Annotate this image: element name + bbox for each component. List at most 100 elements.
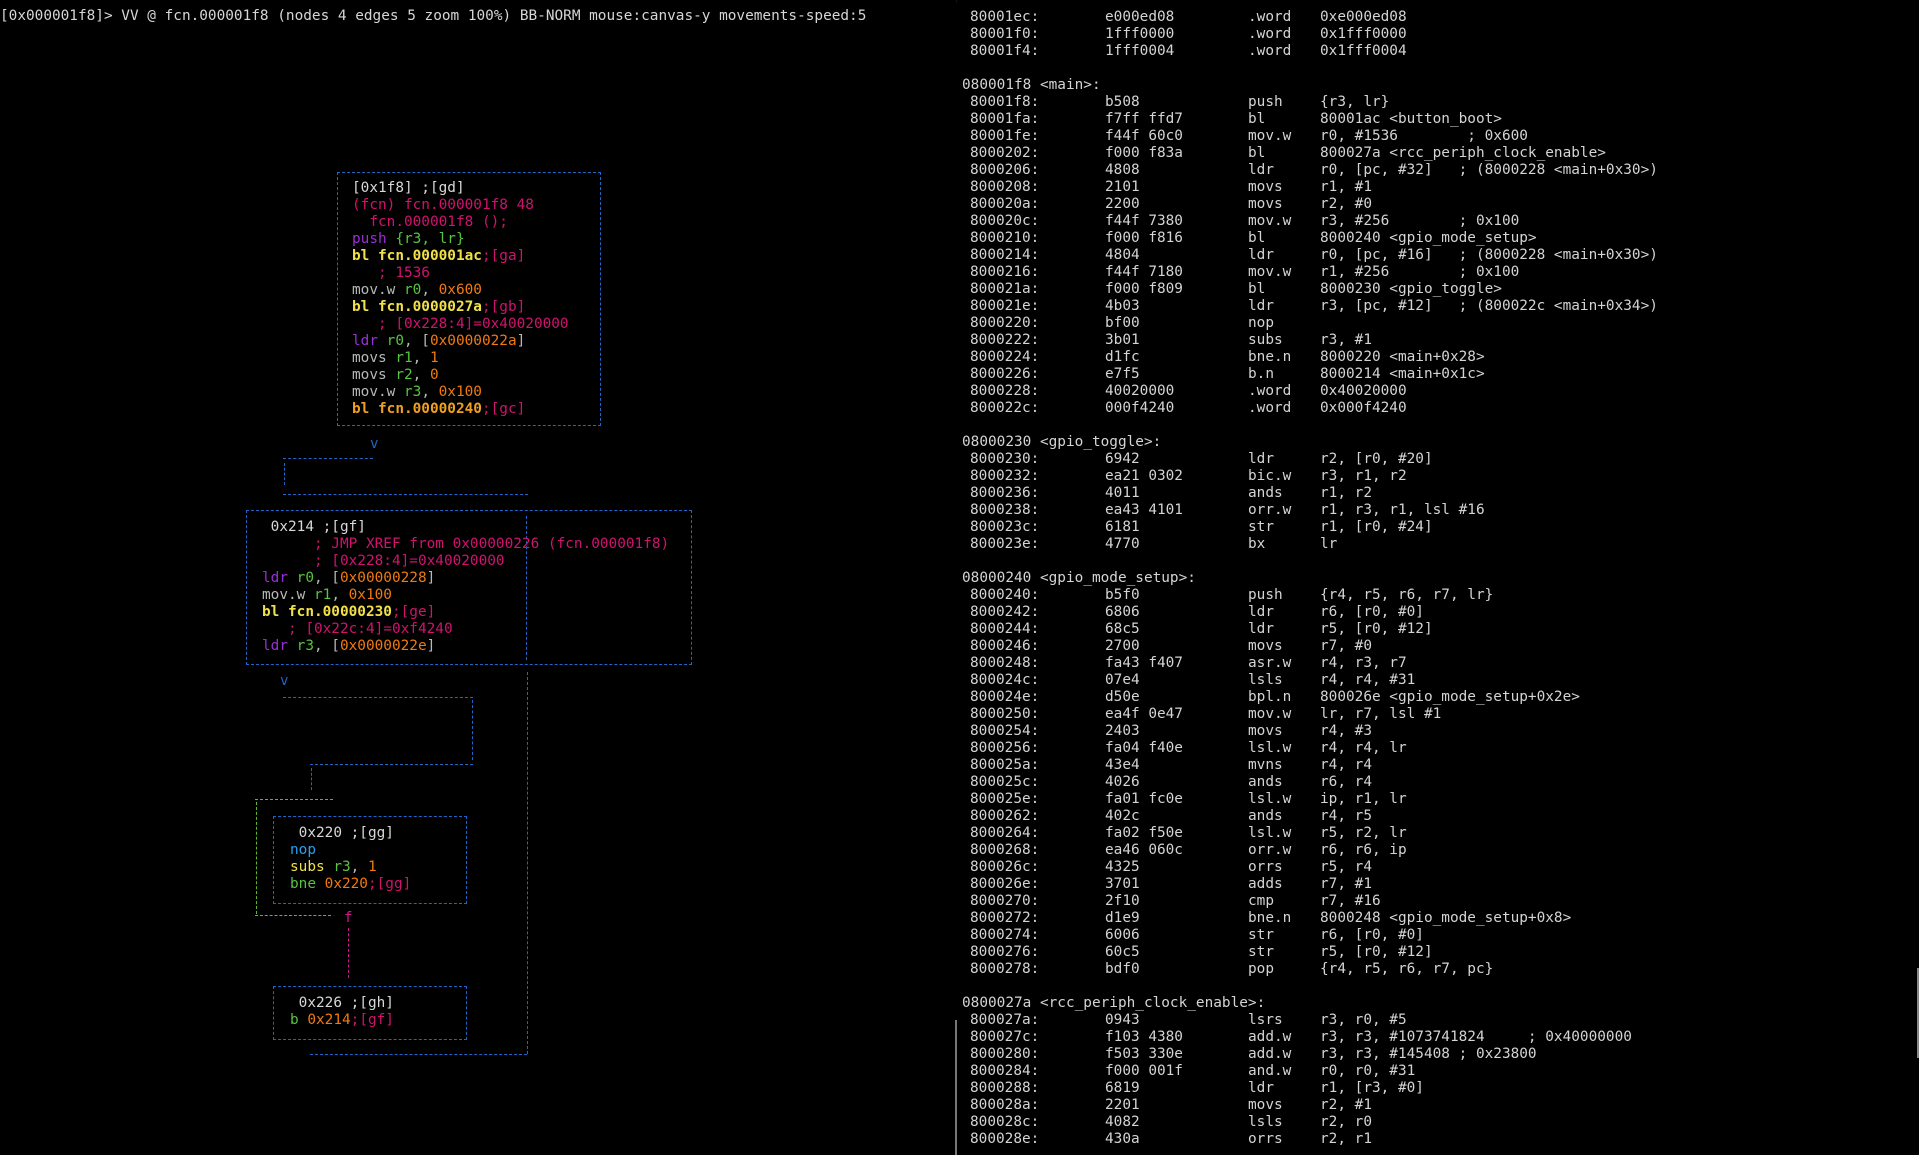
disasm-address: 800028c:: [970, 1114, 1040, 1130]
disasm-operands: r6, [r0, #0]: [1320, 604, 1424, 620]
disasm-operands: r6, [r0, #0]: [1320, 927, 1424, 943]
disasm-mnemonic: and.w: [1248, 1063, 1292, 1079]
disasm-operands: 800026e <gpio_mode_setup+0x2e>: [1320, 689, 1580, 705]
asm-token: ; [0x22c:4]=0xf4240: [262, 621, 453, 637]
asm-token: r1: [395, 350, 413, 366]
asm-token: ;[ge]: [391, 604, 436, 620]
asm-token: 0x220: [324, 876, 368, 892]
asm-token: 0: [429, 367, 439, 383]
disasm-mnemonic: .word: [1248, 43, 1292, 59]
scrollbar-marker[interactable]: [1917, 968, 1919, 1058]
edge-arrow-glyph: v: [370, 436, 379, 452]
asm-token: subs: [290, 859, 334, 875]
disasm-address: 8000206:: [970, 162, 1040, 178]
disasm-operands: r6, r4: [1320, 774, 1372, 790]
node-asm-line: subs r3, 1: [290, 859, 377, 876]
disasm-address: 8000244:: [970, 621, 1040, 637]
disasm-mnemonic: ldr: [1248, 298, 1274, 314]
disasm-operands: r5, [r0, #12]: [1320, 621, 1433, 637]
asm-token: ldr: [352, 333, 387, 349]
disasm-operands: r1, r2: [1320, 485, 1372, 501]
disasm-mnemonic: ands: [1248, 808, 1283, 824]
disasm-operands: 8000230 <gpio_toggle>: [1320, 281, 1502, 297]
asm-token: 0x0000022e: [339, 638, 427, 654]
asm-token: , [: [313, 570, 340, 586]
node-header: 0x214 ;[gf]: [262, 519, 366, 535]
graph-node-0x220[interactable]: [273, 816, 467, 904]
graph-edge: [283, 697, 473, 698]
disasm-bytes: ea46 060c: [1105, 842, 1183, 858]
disasm-mnemonic: orr.w: [1248, 842, 1292, 858]
disasm-operands: r3, [pc, #12] ; (800022c <main+0x34>): [1320, 298, 1658, 314]
disasm-bytes: 3701: [1105, 876, 1140, 892]
node-asm-line: mov.w r3, 0x100: [352, 384, 482, 401]
disasm-operands: 80001ac <button_boot>: [1320, 111, 1502, 127]
disasm-address: 8000280:: [970, 1046, 1040, 1062]
disasm-operands: r4, r4, #31: [1320, 672, 1416, 688]
disasm-mnemonic: b.n: [1248, 366, 1274, 382]
disasm-mnemonic: movs: [1248, 638, 1283, 654]
asm-token: {r3, lr}: [395, 231, 465, 247]
disasm-bytes: 402c: [1105, 808, 1140, 824]
disasm-mnemonic: .word: [1248, 383, 1292, 399]
disasm-bytes: e000ed08: [1105, 9, 1175, 25]
disasm-mnemonic: bne.n: [1248, 910, 1292, 926]
asm-token: bne: [290, 876, 325, 892]
disasm-mnemonic: .word: [1248, 400, 1292, 416]
disasm-mnemonic: mov.w: [1248, 128, 1292, 144]
disasm-address: 8000216:: [970, 264, 1040, 280]
disasm-bytes: d1fc: [1105, 349, 1140, 365]
graph-node-0x226[interactable]: [273, 986, 467, 1040]
graph-edge-loop: [256, 802, 257, 914]
disasm-operands: r2, [r0, #20]: [1320, 451, 1433, 467]
node-asm-line: ; 1536: [352, 265, 430, 282]
disasm-operands: r5, r4: [1320, 859, 1372, 875]
disasm-address: 8000210:: [970, 230, 1040, 246]
disasm-bytes: 43e4: [1105, 757, 1140, 773]
disasm-bytes: 4026: [1105, 774, 1140, 790]
asm-token: ;[ga]: [481, 248, 526, 264]
node-asm-line: movs r1, 1: [352, 350, 439, 367]
disasm-bytes: f000 f83a: [1105, 145, 1183, 161]
disasm-operands: r3, r1, r2: [1320, 468, 1407, 484]
disasm-address: 80001fa:: [970, 111, 1040, 127]
disasm-address: 8000268:: [970, 842, 1040, 858]
disasm-mnemonic: bx: [1248, 536, 1266, 552]
disasm-mnemonic: movs: [1248, 196, 1283, 212]
asm-token: ; [0x228:4]=0x40020000: [352, 316, 569, 332]
disasm-address: 8000214:: [970, 247, 1040, 263]
disasm-mnemonic: cmp: [1248, 893, 1274, 909]
asm-token: ; [0x228:4]=0x40020000: [262, 553, 505, 569]
disasm-bytes: 4804: [1105, 247, 1140, 263]
asm-token: 0x0000022a: [429, 333, 517, 349]
asm-token: 0x100: [348, 587, 392, 603]
disasm-address: 8000288:: [970, 1080, 1040, 1096]
node-asm-line: bl fcn.000001ac;[ga]: [352, 248, 525, 265]
disasm-bytes: f000 001f: [1105, 1063, 1183, 1079]
disasm-address: 8000274:: [970, 927, 1040, 943]
graph-pane[interactable]: [0x000001f8]> VV @ fcn.000001f8 (nodes 4…: [0, 0, 956, 1155]
pane-divider[interactable]: [955, 1020, 957, 1155]
asm-token: 0x100: [438, 384, 482, 400]
disasm-mnemonic: lsl.w: [1248, 791, 1292, 807]
disasm-address: 8000264:: [970, 825, 1040, 841]
node-asm-line: mov.w r0, 0x600: [352, 282, 482, 299]
graph-edge: [472, 700, 473, 760]
graph-node-main[interactable]: [337, 172, 601, 426]
disasm-bytes: 6806: [1105, 604, 1140, 620]
disasm-address: 800024e:: [970, 689, 1040, 705]
graph-node-0x214[interactable]: [246, 510, 692, 665]
disasm-bytes: 1fff0000: [1105, 26, 1175, 42]
disasm-mnemonic: ldr: [1248, 604, 1274, 620]
disasm-mnemonic: lsl.w: [1248, 740, 1292, 756]
asm-token: mov.w: [262, 587, 314, 603]
asm-token: nop: [290, 842, 316, 858]
disasm-mnemonic: ldr: [1248, 621, 1274, 637]
disasm-operands: 0x1fff0000: [1320, 26, 1407, 42]
disasm-address: 80001fe:: [970, 128, 1040, 144]
asm-token: ]: [426, 570, 436, 586]
disasm-mnemonic: pop: [1248, 961, 1274, 977]
disasm-bytes: 000f4240: [1105, 400, 1175, 416]
asm-token: ; JMP XREF from 0x00000226 (fcn.000001f8…: [262, 536, 670, 552]
